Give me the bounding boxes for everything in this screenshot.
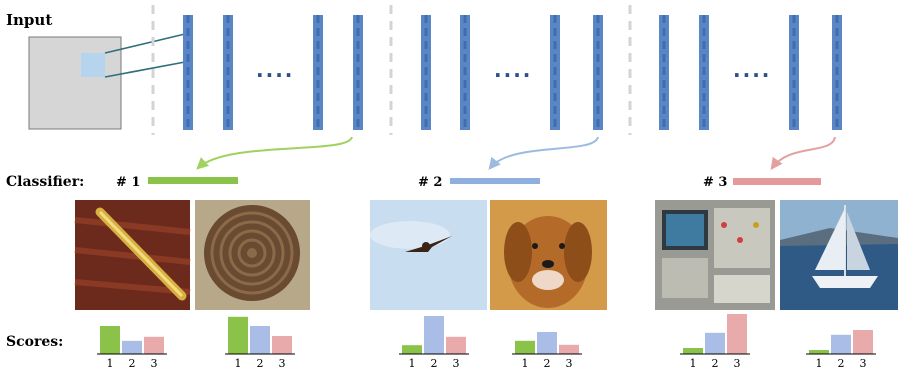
classifier-arrow-3 (770, 136, 836, 170)
score-bar (250, 326, 270, 354)
score-tick-label: 1 (816, 357, 823, 370)
layer-stage-3: .... (659, 15, 842, 130)
classifier-bar-3 (733, 178, 821, 185)
dog-photo-icon (490, 200, 607, 310)
score-tick-label: 1 (522, 357, 529, 370)
layer-stage-1: .... (183, 15, 363, 130)
input-label: Input (6, 11, 52, 29)
classifier-bar-1 (148, 177, 238, 184)
classifier-name-1: # 1 (116, 175, 140, 190)
patch-connector-bottom (104, 61, 186, 78)
input-image-box (28, 36, 122, 130)
score-chart-2: 1 2 3 (225, 316, 295, 370)
score-tick-label: 1 (107, 357, 114, 370)
scores-label: Scores: (6, 334, 63, 350)
score-tick-label: 2 (544, 357, 551, 370)
score-bar (144, 336, 164, 354)
score-tick-label: 3 (151, 357, 158, 370)
score-bar (727, 314, 747, 354)
score-chart-5: 1 2 3 (680, 314, 750, 370)
oscilloscope-photo-icon (655, 200, 775, 310)
score-chart-6: 1 2 3 (806, 330, 876, 370)
classifier-bar-2 (450, 178, 540, 184)
classifier-arrow-1 (196, 136, 353, 170)
score-tick-label: 3 (566, 357, 573, 370)
score-bar (446, 336, 466, 354)
input-patch (81, 53, 105, 77)
score-bar (705, 332, 725, 354)
layer-stage-2: .... (421, 15, 603, 130)
score-bar (809, 350, 829, 354)
pen-photo-icon (74, 200, 191, 310)
score-bar (559, 344, 579, 354)
score-tick-label: 2 (129, 357, 136, 370)
classifier-label: Classifier: (6, 174, 84, 190)
score-tick-label: 2 (712, 357, 719, 370)
ellipsis: .... (494, 58, 532, 82)
score-tick-label: 3 (453, 357, 460, 370)
score-tick-label: 2 (431, 357, 438, 370)
score-bar (515, 340, 535, 354)
score-bar (100, 326, 120, 354)
score-tick-label: 3 (279, 357, 286, 370)
score-bar (272, 336, 292, 354)
patch-connector-top (104, 33, 186, 54)
score-bar (424, 316, 444, 354)
score-bar (122, 340, 142, 354)
score-bar (228, 316, 248, 354)
score-bar (831, 334, 851, 354)
score-tick-label: 3 (860, 357, 867, 370)
score-bar (537, 332, 557, 354)
bird-photo-icon (370, 200, 487, 310)
score-chart-1: 1 2 3 (97, 326, 167, 370)
scores-charts: 1 2 3 1 2 3 1 2 3 1 2 3 1 2 3 1 2 3 (97, 314, 876, 370)
score-tick-label: 2 (257, 357, 264, 370)
score-tick-label: 1 (409, 357, 416, 370)
score-bar (853, 330, 873, 354)
manhole-photo-icon (195, 200, 310, 310)
score-bar (683, 348, 703, 354)
sailboat-photo-icon (780, 200, 898, 310)
classifier-name-2: # 2 (418, 175, 442, 190)
classifier-name-3: # 3 (703, 175, 727, 190)
score-tick-label: 1 (235, 357, 242, 370)
classifier-arrow-2 (488, 136, 599, 170)
ellipsis: .... (256, 58, 294, 82)
score-tick-label: 2 (838, 357, 845, 370)
ellipsis: .... (733, 58, 771, 82)
score-tick-label: 1 (690, 357, 697, 370)
score-chart-4: 1 2 3 (512, 332, 582, 370)
score-chart-3: 1 2 3 (399, 316, 469, 370)
score-tick-label: 3 (734, 357, 741, 370)
score-bar (402, 345, 422, 354)
